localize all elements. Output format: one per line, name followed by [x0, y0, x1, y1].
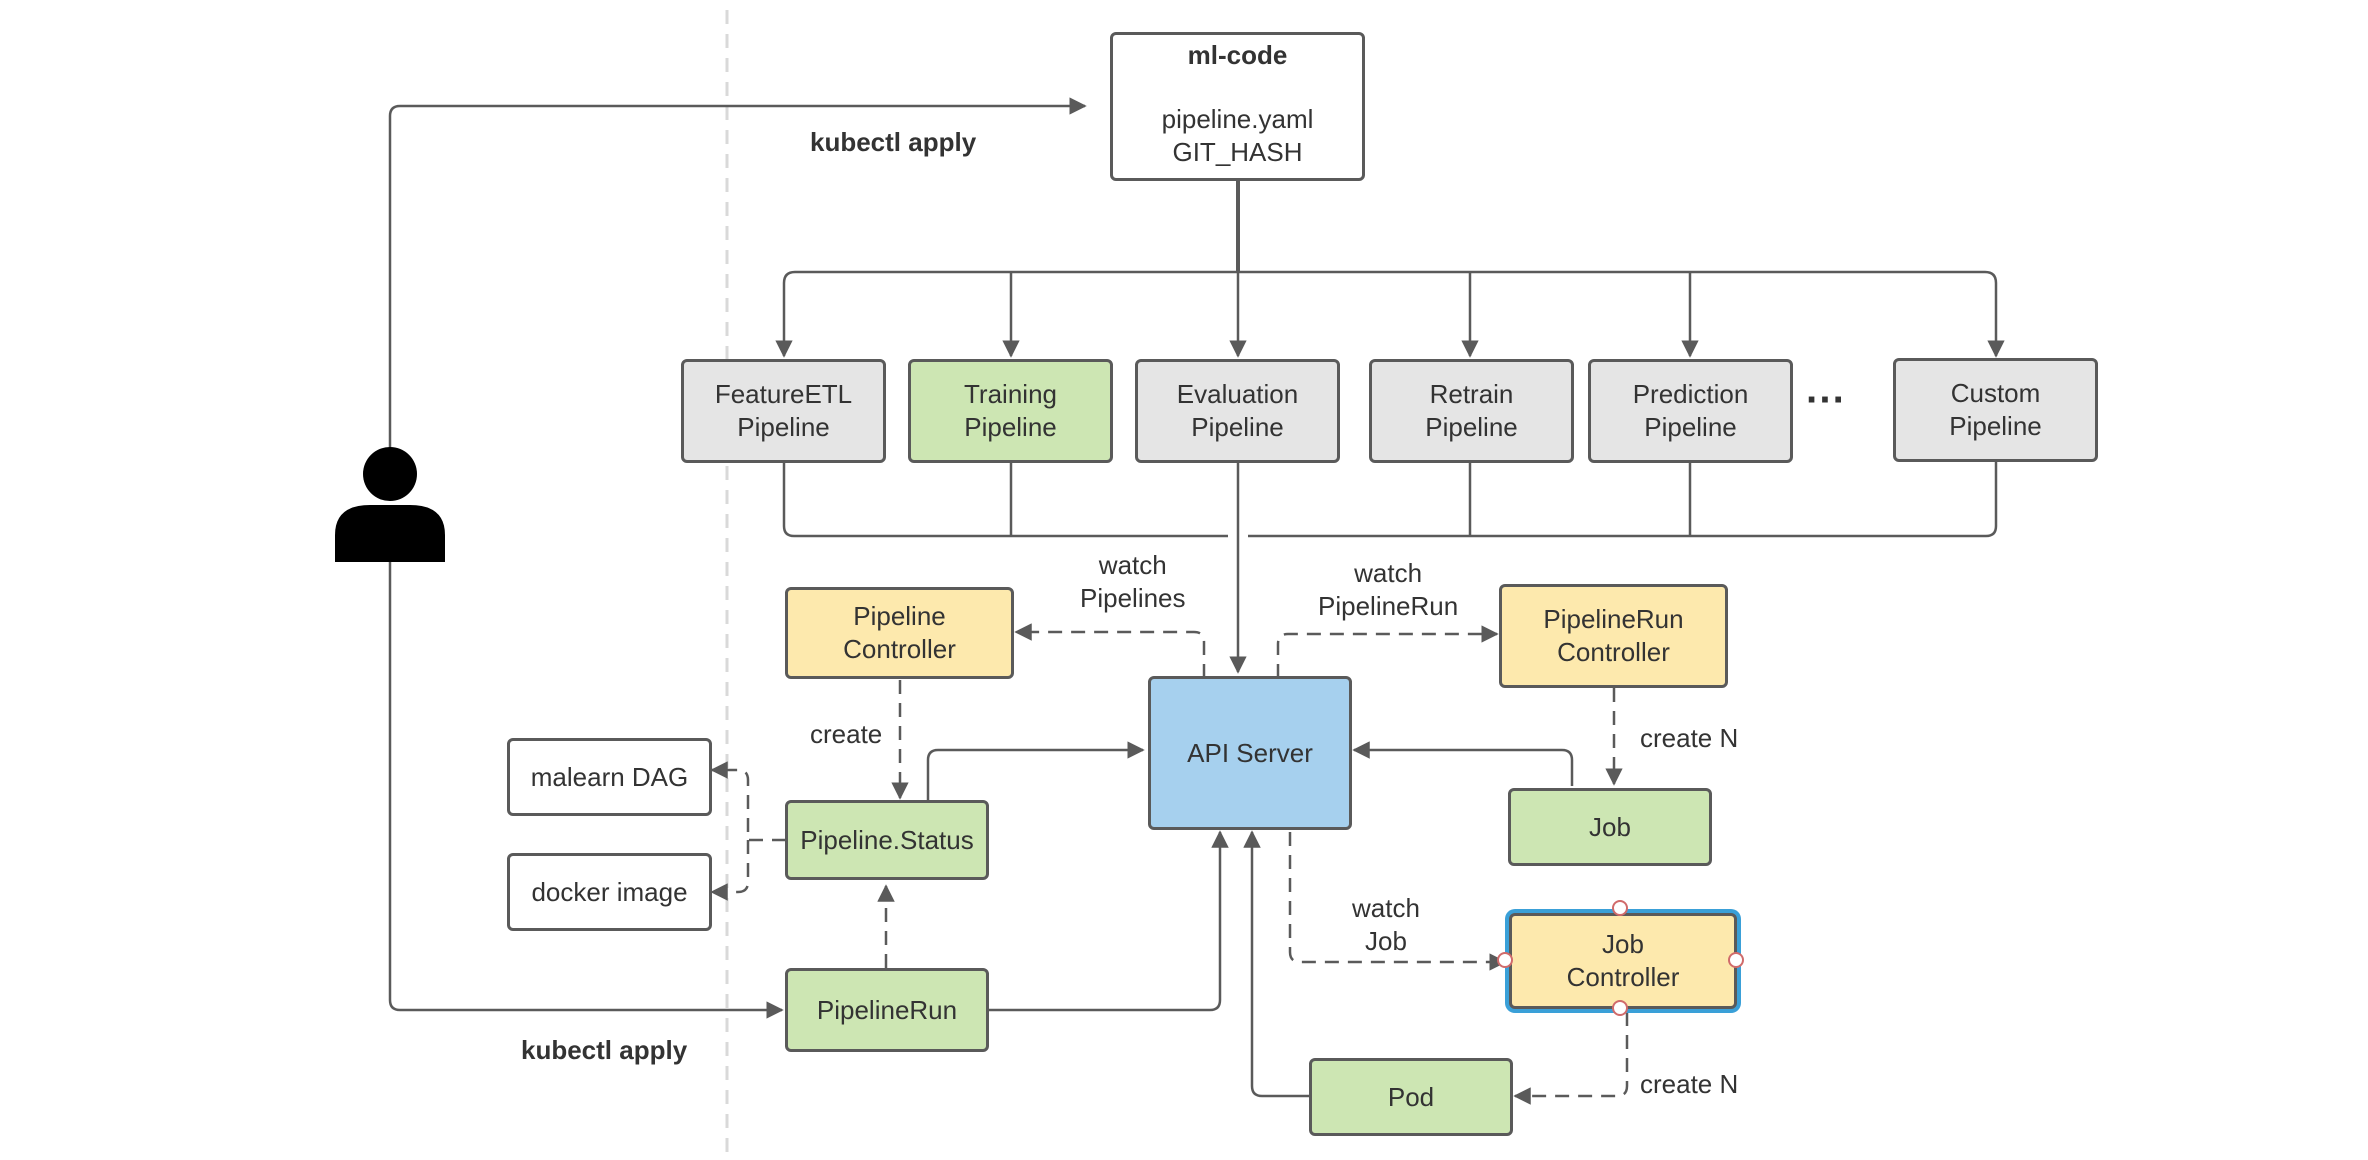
- watch-target-text: Job: [1365, 926, 1407, 956]
- arrow-watch-pipelines: [1014, 623, 1206, 678]
- fanout-5: [1984, 270, 2005, 358]
- watch-target-text: PipelineRun: [1318, 591, 1459, 621]
- fanout-0: [784, 270, 795, 356]
- watch-text: watch: [1098, 550, 1167, 580]
- arrow-user-to-pipelinerun: [388, 560, 784, 1019]
- pipeline-line2: Pipeline: [1949, 411, 2042, 441]
- merge-0: [782, 462, 1228, 538]
- arrow-status-to-api: [926, 741, 1145, 800]
- create-label: create: [806, 718, 887, 751]
- pipeline-retrain[interactable]: Retrain Pipeline: [1369, 359, 1574, 463]
- pipeline-line1: Evaluation: [1176, 379, 1299, 409]
- watch-text: watch: [1352, 893, 1420, 923]
- merge-5: [1248, 462, 1998, 538]
- watch-job-label: watch Job: [1348, 892, 1424, 958]
- node-line1: Job: [1602, 929, 1644, 959]
- repo-hash: GIT_HASH: [1172, 137, 1303, 167]
- api-server-label: API Server: [1187, 737, 1313, 768]
- node-line1: PipelineRun: [1543, 604, 1684, 634]
- pipelinerun-controller[interactable]: PipelineRun Controller: [1499, 584, 1728, 688]
- node-label: PipelineRun: [816, 994, 958, 1025]
- pipeline-line1: Custom: [1950, 378, 2041, 408]
- arrow-watch-job: [1288, 832, 1507, 971]
- create-n-pod-label: create N: [1640, 1069, 1739, 1099]
- arrow-status-to-dag: [710, 761, 786, 842]
- docker-image-box[interactable]: docker image: [507, 853, 712, 931]
- pipeline-line1: Retrain: [1429, 379, 1514, 409]
- pod-box[interactable]: Pod: [1309, 1058, 1513, 1136]
- connection-handle-left[interactable]: [1497, 952, 1513, 968]
- kubectl-apply-label-top: kubectl apply: [810, 127, 977, 157]
- node-label: malearn DAG: [530, 761, 689, 792]
- watch-pipelinerun-label: watch PipelineRun: [1314, 557, 1463, 623]
- pipeline-controller[interactable]: Pipeline Controller: [785, 587, 1014, 679]
- arrow-status-to-image: [710, 840, 750, 901]
- arrow-create-pod: [1513, 1012, 1629, 1105]
- pipeline-featureetl[interactable]: FeatureETL Pipeline: [681, 359, 886, 463]
- pipelinerun-box[interactable]: PipelineRun: [785, 968, 989, 1052]
- pipeline-training[interactable]: Training Pipeline: [908, 359, 1113, 463]
- pipeline-status[interactable]: Pipeline.Status: [785, 800, 989, 880]
- malearn-dag-box[interactable]: malearn DAG: [507, 738, 712, 816]
- job-controller[interactable]: Job Controller: [1509, 913, 1737, 1009]
- watch-target-text: Pipelines: [1080, 583, 1186, 613]
- node-label: Pod: [1387, 1081, 1435, 1112]
- api-server[interactable]: API Server: [1148, 676, 1352, 830]
- node-line2: Controller: [843, 634, 956, 664]
- node-label: docker image: [531, 876, 688, 907]
- arrow-job-to-api: [1352, 741, 1574, 786]
- pipeline-line1: FeatureETL: [714, 379, 853, 409]
- connection-handle-bottom[interactable]: [1612, 1000, 1628, 1016]
- repo-file: pipeline.yaml: [1161, 104, 1314, 134]
- kubectl-apply-label-bottom: kubectl apply: [521, 1035, 688, 1065]
- node-label: Job: [1589, 811, 1631, 842]
- ellipsis-more-pipelines: ···: [1806, 378, 1846, 422]
- arrow-watch-pipelinerun: [1276, 625, 1499, 678]
- pipeline-line1: Training: [964, 379, 1057, 409]
- user-icon: [335, 447, 445, 562]
- pipeline-line2: Pipeline: [1191, 412, 1284, 442]
- pipeline-custom[interactable]: Custom Pipeline: [1893, 358, 2098, 462]
- pipeline-line2: Pipeline: [964, 412, 1057, 442]
- pipeline-line2: Pipeline: [737, 412, 830, 442]
- pipeline-evaluation[interactable]: Evaluation Pipeline: [1135, 359, 1340, 463]
- connection-handle-top[interactable]: [1612, 900, 1628, 916]
- node-line2: Controller: [1557, 637, 1670, 667]
- create-n-job-label: create N: [1640, 723, 1739, 753]
- pipeline-line2: Pipeline: [1425, 412, 1518, 442]
- pipeline-line2: Pipeline: [1644, 412, 1737, 442]
- repo-title: ml-code: [1187, 40, 1288, 70]
- node-line1: Pipeline: [853, 601, 946, 631]
- pipeline-line1: Prediction: [1632, 379, 1749, 409]
- job-box[interactable]: Job: [1508, 788, 1712, 866]
- watch-text: watch: [1354, 558, 1423, 588]
- arrow-user-to-repo: [388, 97, 1087, 455]
- connection-handle-right[interactable]: [1728, 952, 1744, 968]
- node-line2: Controller: [1566, 962, 1680, 992]
- watch-pipelines-label: watch Pipelines: [1076, 549, 1190, 615]
- node-label: Pipeline.Status: [800, 824, 974, 855]
- arrow-pipelinerun-to-api: [987, 830, 1229, 1012]
- arrow-pod-to-api: [1243, 830, 1309, 1098]
- ml-code-repo-box[interactable]: ml-code pipeline.yaml GIT_HASH: [1110, 32, 1365, 181]
- pipeline-prediction[interactable]: Prediction Pipeline: [1588, 359, 1793, 463]
